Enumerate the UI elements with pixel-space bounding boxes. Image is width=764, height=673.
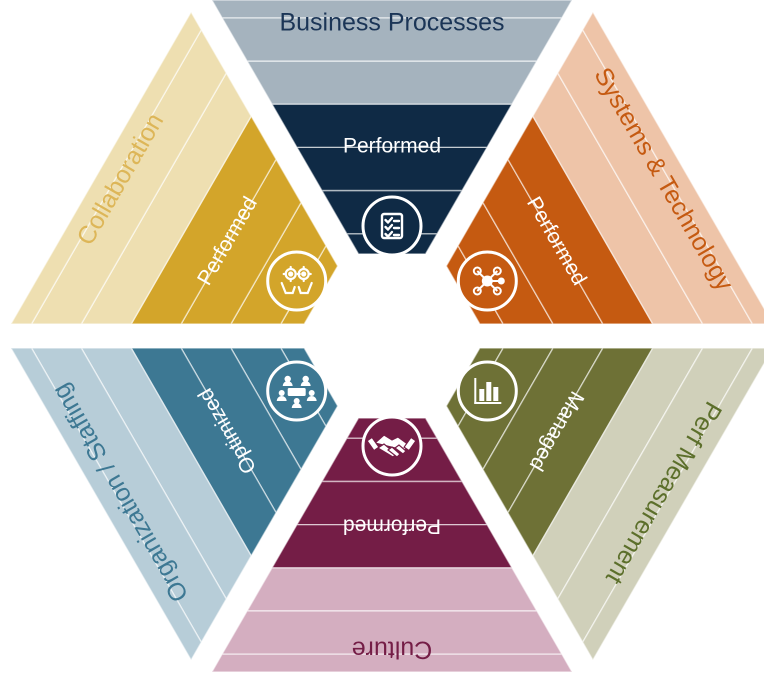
segment-perf-measurement bbox=[445, 347, 764, 662]
level-label: Performed bbox=[343, 514, 441, 537]
segment-label: Business Processes bbox=[279, 8, 504, 36]
segment-collaboration bbox=[9, 10, 339, 325]
segment-label: Culture bbox=[352, 636, 433, 664]
segment-band bbox=[581, 347, 764, 662]
segment-band bbox=[245, 567, 539, 612]
segment-band bbox=[245, 60, 539, 105]
segment-band bbox=[9, 10, 203, 325]
checklist-icon bbox=[361, 195, 423, 257]
gears-hands-icon bbox=[266, 250, 328, 312]
segment-band bbox=[9, 347, 203, 662]
network-hub-icon bbox=[456, 250, 518, 312]
segment-band bbox=[211, 0, 573, 19]
segment-business-processes bbox=[211, 0, 573, 255]
team-meeting-icon bbox=[266, 360, 328, 422]
handshake-icon bbox=[361, 415, 423, 477]
segment-systems-technology bbox=[445, 10, 764, 325]
segment-organization-staffing bbox=[9, 347, 339, 662]
bar-chart-icon bbox=[456, 360, 518, 422]
level-label: Performed bbox=[343, 135, 441, 158]
segment-band bbox=[210, 653, 574, 673]
segment-band bbox=[581, 10, 764, 325]
